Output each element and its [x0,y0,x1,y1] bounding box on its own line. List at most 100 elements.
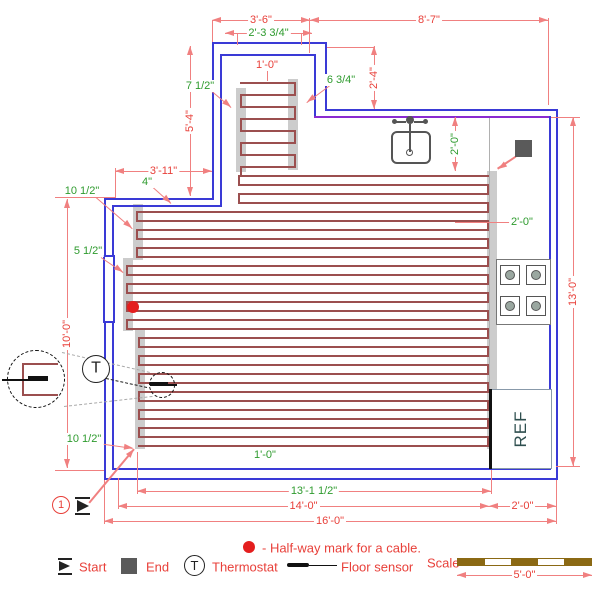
dimension-label: 16'-0" [313,515,347,527]
extension-line [301,33,302,45]
heating-cable-run [138,364,489,366]
floor-sensor-lead [168,384,177,386]
heating-cable-turn [487,382,489,391]
heating-cable-run [240,94,296,96]
heating-cable-turn [294,130,296,142]
dim-arrow [489,503,498,509]
wall-segment [104,198,106,480]
dimension-label: 14'-0" [287,500,320,512]
heating-cable-turn [136,229,138,238]
dimension-label: 2'-3 3/4" [246,27,291,39]
heating-cable-turn [487,436,489,445]
dimension-label: 2'-4" [368,64,380,91]
extension-line [491,470,492,494]
dim-arrow [225,30,234,36]
extension-line [551,117,580,118]
heating-cable-turn [487,328,489,337]
extension-line [455,222,512,223]
heating-cable-turn [240,94,242,106]
scale-bar-segment [537,559,565,565]
wall-opening [103,255,115,323]
heating-cable-turn [294,82,296,94]
dimension-label: 10'-0" [61,317,73,350]
sink-drain [406,149,413,156]
detail-sensor-lead [2,379,30,381]
extension-line [548,18,549,105]
cable-turn-strip [133,204,143,260]
dim-arrow [187,46,193,55]
dimension-label: 5'-4" [184,108,196,134]
callout-label: 4" [139,176,155,188]
dim-arrow [482,488,491,494]
wall-segment [212,42,214,200]
heating-cable-turn [138,337,140,346]
dimension-label: 2'-0" [509,216,535,228]
scale-bar-segment [484,559,512,565]
heating-cable-turn [487,346,489,355]
callout-label: 6 3/4" [324,74,358,86]
heating-cable-turn [294,154,296,166]
heating-cable-run [138,382,489,384]
circuit-number-marker: 1 [52,496,70,514]
halfway-dot-legend [243,541,255,553]
wall-segment [104,198,214,200]
heating-cable-run [240,118,296,120]
dim-arrow [547,503,556,509]
wall-segment [314,54,316,118]
heating-cable-turn [238,193,240,202]
cable-end-marker [515,140,532,157]
circuit-number: 1 [57,498,65,511]
extension-line [137,452,138,494]
heating-cable-turn [487,184,489,193]
heating-cable-run [240,106,296,108]
heating-cable-run [240,154,296,156]
thermostat-icon: T [184,555,205,576]
heating-cable-turn [138,355,140,364]
callout-label: 7 1/2" [183,80,217,92]
wall-segment [220,54,316,56]
refrigerator-front-edge [489,389,492,469]
heating-cable-run [240,130,296,132]
burner-center [505,301,515,311]
heating-cable-run [126,328,489,330]
heating-cable-turn [487,274,489,283]
dim-arrow [137,488,146,494]
heating-cable-turn [487,256,489,265]
extension-line [237,33,238,45]
leader-arrow [222,98,233,110]
heating-cable-turn [487,292,489,301]
heating-cable-turn [240,118,242,130]
refrigerator: REF [489,389,552,469]
heating-cable-run [238,202,489,204]
heating-cable-turn [126,319,128,328]
scale-label: Scale [427,555,460,571]
extension-line [556,480,557,524]
dimension-label: 5'-0" [511,569,538,581]
heating-cable-run [126,319,489,321]
heating-cable-turn [487,418,489,427]
thermostat-symbol: T [82,355,110,383]
dim-arrow [452,162,458,171]
extension-line [309,18,310,53]
wall-segment [112,468,551,470]
extension-line [55,470,104,471]
wall-segment [112,205,114,470]
dimension-label: 3'-6" [248,14,274,26]
faucet-handle [392,119,397,124]
heating-cable-run [138,373,489,375]
wall-segment [314,116,551,118]
heating-cable-turn [138,409,140,418]
dim-arrow [480,503,489,509]
heating-cable-turn [487,310,489,319]
burner-center [531,301,541,311]
dim-arrow [212,17,221,23]
dim-arrow [583,572,592,578]
dimension-label: 8'-7" [416,14,442,26]
dim-arrow [303,30,312,36]
heating-cable-turn [126,283,128,292]
heating-cable-run [138,409,489,411]
heating-cable-run [138,418,489,420]
heating-cable-run [126,274,489,276]
heating-cable-turn [487,220,489,229]
heating-cable-run [138,346,489,348]
